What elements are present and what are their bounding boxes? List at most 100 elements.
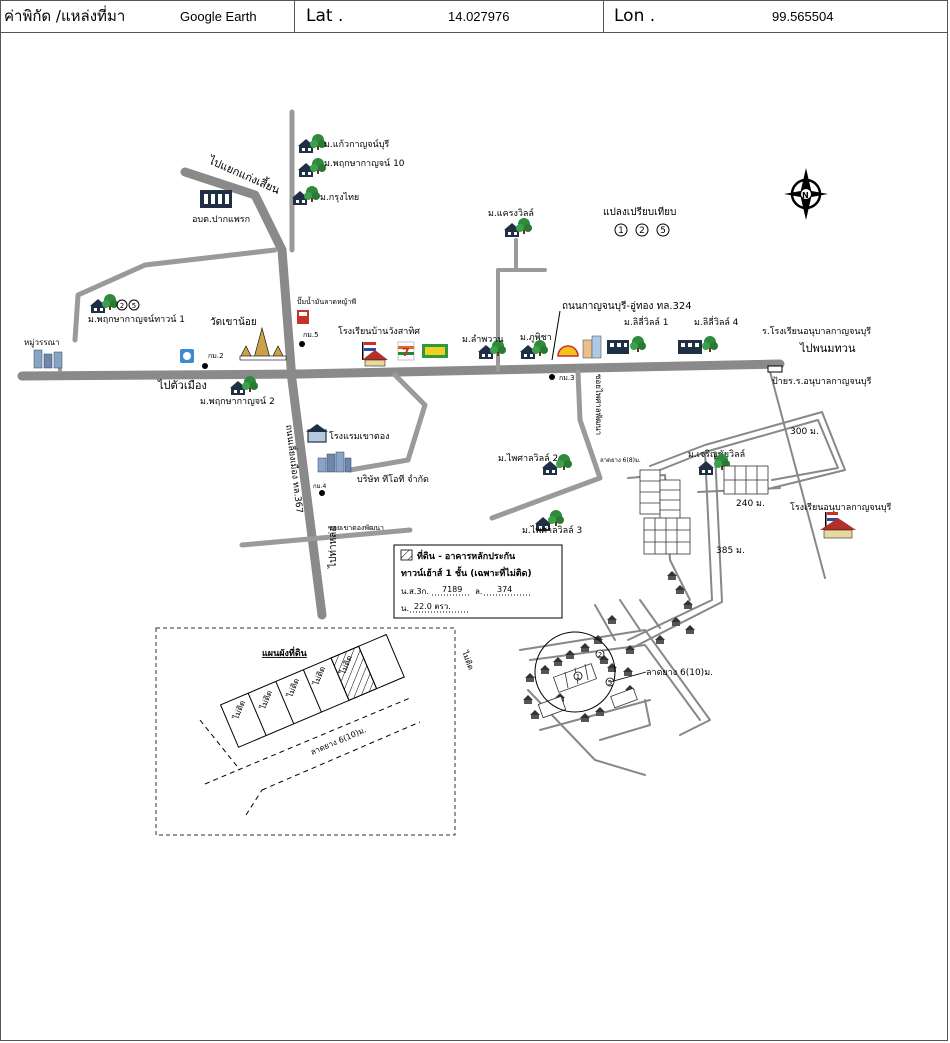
- inset-plot-row: [219, 633, 405, 748]
- label-soi-phai: ซอยไพศาลพัฒนา: [594, 374, 603, 435]
- village-krungthai-icon: [292, 186, 320, 205]
- road-right-2: [649, 419, 839, 481]
- pruek-town-number-5: 5: [132, 302, 136, 310]
- village-lilly1-icon: [607, 336, 646, 354]
- label-soi-khao: ซอยเขาตองพัฒนา: [328, 524, 384, 532]
- plot-number-2: 2: [639, 226, 645, 236]
- label-mu-kaew: ม.แก้วกาญจน์บุรี: [324, 138, 389, 150]
- road-right-4: [627, 451, 713, 641]
- road-village-4: [539, 699, 651, 731]
- pointer-road-324: [551, 310, 561, 361]
- label-school-wang: โรงเรียนบ้านวังสาทิศ: [338, 326, 420, 337]
- label-road-324: ถนนกาญจนบุรี-อู่ทอง ทล.324: [562, 300, 692, 312]
- label-mu-lilly4: ม.ลิลี่วิลล์ 4: [694, 315, 739, 328]
- lon-label: Lon .: [614, 6, 656, 26]
- legend-area-value: 22.0 ตรว.: [414, 602, 451, 611]
- km4-marker: [319, 490, 325, 496]
- road-west-loop: [72, 247, 278, 343]
- road-village-1: [519, 629, 711, 736]
- subject-marker-1: 1: [576, 673, 580, 681]
- coord-label: ค่าพิกัด /แหล่งที่มา: [4, 7, 126, 25]
- label-mu-paisan3: ม.ไพศาลวิลล์ 3: [522, 524, 582, 536]
- village-kaew-icon: [298, 134, 326, 153]
- label-lat-yang-6b: ลาดยาง 6(8)ม.: [600, 457, 641, 464]
- label-plots-compare: แปลงเปรียบเทียบ: [603, 206, 676, 218]
- road-soi-phai: [489, 369, 603, 521]
- road-right-5: [631, 451, 723, 649]
- shop-logo-icon: [422, 344, 448, 358]
- header-divider: [603, 0, 604, 33]
- label-to-tua-mueang: ไปตัวเมือง: [157, 379, 207, 392]
- label-wat: วัดเขาน้อย: [210, 316, 257, 328]
- label-pump: ปั๊มน้ำมันลาดหญ้าพี: [297, 295, 356, 306]
- inset-title: แผนผังที่ดิน: [262, 646, 308, 659]
- village-lilly4-icon: [678, 336, 718, 354]
- lat-label: Lat .: [306, 6, 344, 26]
- label-km5: กม.5: [303, 331, 319, 339]
- road-367: [180, 167, 327, 620]
- choro-building-icon: [33, 349, 63, 369]
- seven-eleven-icon: 7: [397, 341, 415, 361]
- road-village-5: [594, 604, 616, 641]
- label-mu-krong: ม.แครงวิลล์: [488, 207, 534, 219]
- legend-title: ที่ดิน - อาคารหลักประกัน: [417, 549, 516, 562]
- road-village-8: [599, 699, 651, 741]
- road-anuban: [767, 363, 826, 579]
- road-network: [17, 109, 846, 776]
- subject-plot-markers: 1 2 5: [573, 649, 615, 687]
- seven-eleven-logo: 7: [402, 346, 410, 359]
- fuel-pump-icon: [297, 310, 309, 324]
- label-mu-choro: หมู่วรรณา: [24, 338, 60, 348]
- label-mu-pruek-town1: ม.พฤกษากาญจน์ทาวน์ 1: [88, 313, 185, 325]
- legend-area-label: น.: [401, 604, 409, 613]
- km3-marker: [549, 374, 555, 380]
- label-school-anuban: โรงเรียนอนุบาลกาญจนบุรี: [790, 502, 892, 513]
- estate-grid-left: [639, 469, 691, 555]
- subject-location-circle: [534, 631, 616, 713]
- estate-grid-upper: [723, 465, 769, 495]
- inset-plot-plan: แผนผังที่ดิน ไม่ติด ไม่ติด ไม่ติด ไม่ติด…: [155, 627, 476, 836]
- coordinate-header: ค่าพิกัด /แหล่งที่มา Google Earth Lat . …: [0, 0, 948, 33]
- label-bus-stop: ป้ายร.ร.อนุบาลกาญจนบุรี: [772, 376, 872, 387]
- label-dist-300: 300 ม.: [790, 427, 819, 437]
- temple-icon: [239, 326, 287, 361]
- plot-number-1: 1: [618, 226, 624, 236]
- road-soi-khao: [239, 527, 413, 548]
- road-village-6: [619, 599, 641, 631]
- label-obt: อบต.ปากแพรก: [192, 215, 250, 225]
- pruek-town-number-markers: 2 5: [116, 299, 140, 311]
- label-company: บริษัท ทีโอที จำกัด: [357, 474, 429, 485]
- road-village-7: [639, 599, 661, 629]
- label-mu-pruek10: ม.พฤกษากาญจน์ 10: [324, 157, 405, 169]
- inset-roads: [199, 697, 421, 816]
- village-pruek10-icon: [298, 158, 326, 177]
- km5-marker: [299, 341, 305, 347]
- label-mu-charoen: ม.เจริญชัยวิลล์: [688, 448, 745, 460]
- label-school-kindergarten: ร.โรงเรียนอนุบาลกาญจนบุรี: [762, 326, 871, 337]
- label-mu-lilly1: ม.ลิลี่วิลล์ 1: [624, 315, 669, 328]
- legend-box: ที่ดิน - อาคารหลักประกัน ทาวน์เฮ้าส์ 1 ช…: [393, 544, 563, 619]
- km2-marker: [202, 363, 208, 369]
- label-hotel: โรงแรมเขาตอง: [329, 431, 390, 442]
- inset-side-label: ไม่ติด: [460, 649, 476, 672]
- school-flag-icon: [362, 342, 388, 367]
- lon-value: 99.565504: [772, 8, 834, 24]
- company-building-icon: [317, 451, 352, 473]
- pruek-town-number-2: 2: [120, 302, 124, 310]
- legend-subtitle: ทาวน์เฮ้าส์ 1 ชั้น (เฉพาะที่ไม่ติด): [401, 566, 532, 579]
- village-pruek-town-icon: [90, 294, 118, 313]
- label-to-phanom: ไปพนมทวน: [799, 342, 856, 355]
- subject-marker-2: 2: [598, 651, 602, 659]
- road-right-1: [649, 411, 846, 489]
- legend-chanote-label: น.ส.3ก.: [401, 587, 429, 596]
- label-mu-paisan2: ม.ไพศาลวิลล์ 2: [498, 452, 558, 464]
- label-km3: กม.3: [559, 374, 575, 382]
- highway-324: [17, 359, 785, 381]
- legend-land-no: 374: [497, 585, 512, 594]
- lat-value: 14.027976: [448, 8, 510, 24]
- legend-chanote-no: 7189: [442, 585, 462, 594]
- shell-station-icon: [557, 345, 579, 357]
- plot-number-5: 5: [660, 226, 666, 236]
- subject-marker-5: 5: [608, 679, 612, 687]
